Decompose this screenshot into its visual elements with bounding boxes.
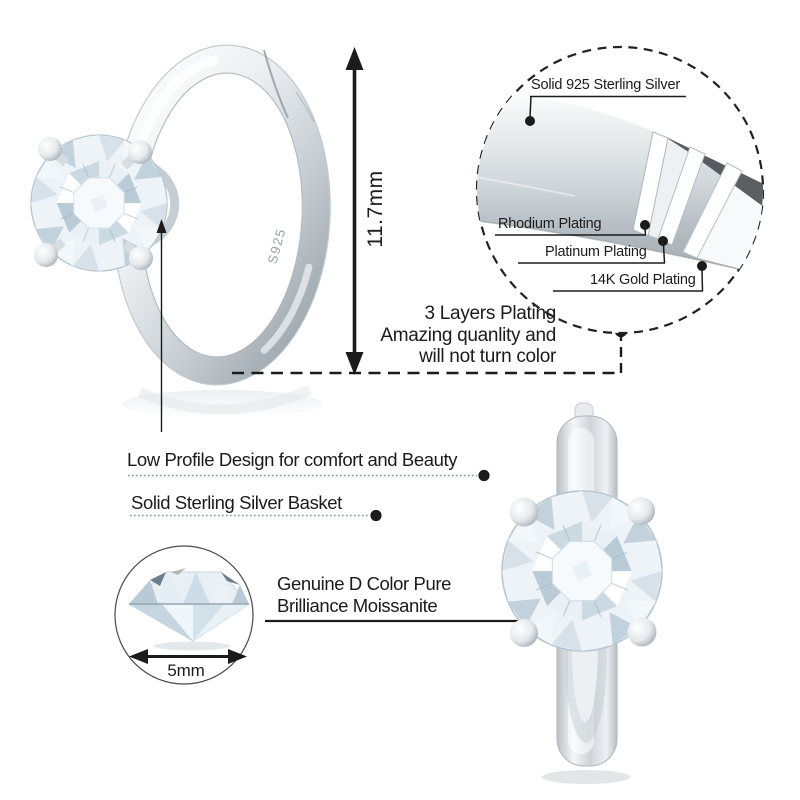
stone-facet xyxy=(630,540,662,571)
prong-ball xyxy=(509,497,539,527)
stone-facet xyxy=(609,612,639,645)
stone-facet xyxy=(99,244,126,271)
plating-layer-strip-gold xyxy=(682,162,743,259)
earring-front-view xyxy=(501,402,663,784)
stone-facet xyxy=(50,238,76,266)
plating-note-line-1: 3 Layers Plating xyxy=(424,303,557,324)
stone-facet xyxy=(609,497,639,530)
plating-layer-strip-rhodium xyxy=(632,131,669,237)
loose-diamond-side-view xyxy=(128,568,250,642)
arrowhead-left xyxy=(129,649,148,664)
stone-facet xyxy=(571,560,593,582)
prong-ball xyxy=(34,243,58,267)
stone-facet xyxy=(90,194,108,212)
layer-label-platinum: Platinum Plating xyxy=(545,244,647,260)
prong-ball xyxy=(38,137,62,161)
hoop-earring: S925 xyxy=(30,44,331,418)
stone-facet xyxy=(31,176,58,203)
height-measure-arrow xyxy=(345,47,364,375)
stone-facet xyxy=(508,514,541,544)
diameter-arrow xyxy=(129,649,247,664)
stone-facet xyxy=(551,619,582,651)
hoop-reflection-arc xyxy=(137,385,312,415)
hoop-clasp-seam xyxy=(263,49,289,119)
arrowhead-down xyxy=(345,352,364,375)
stone-leader-arrowhead xyxy=(156,219,167,233)
layer-label-rhodium: Rhodium Plating xyxy=(498,216,602,232)
loose-stone-inset xyxy=(114,545,254,685)
stone-facet xyxy=(50,140,76,168)
stone-facet xyxy=(502,571,534,602)
stone-facet xyxy=(623,598,656,628)
plating-note-line-2: Amazing quanlity and xyxy=(380,324,556,346)
stone-facet xyxy=(72,135,99,162)
prong-ball xyxy=(627,497,655,525)
stone-facet xyxy=(134,226,162,252)
hoop-reflection xyxy=(122,390,322,418)
diameter-label: 5mm xyxy=(167,661,205,680)
stone-facet xyxy=(99,135,126,162)
plating-note-line-3: will not turn color xyxy=(419,346,556,367)
front-stone-prongs xyxy=(509,497,657,647)
hoop-stone-facets xyxy=(30,134,168,272)
stone-facet xyxy=(623,514,656,544)
inset-band-sheen xyxy=(477,176,576,197)
prong-ball xyxy=(627,617,657,647)
prong-ball xyxy=(128,140,152,164)
stone-facet xyxy=(134,154,162,180)
stone-facet xyxy=(36,154,64,180)
stone-facet xyxy=(31,203,58,230)
layer-label-sterling-silver: Solid 925 Sterling Silver xyxy=(531,77,680,93)
hoop-stone-prongs xyxy=(34,137,153,270)
callout-basket: Solid Sterling Silver Basket xyxy=(131,492,342,513)
basket-dot xyxy=(370,509,382,522)
arrowhead-right xyxy=(228,649,247,664)
callout-moissanite-line2: Brilliance Moissanite xyxy=(277,595,438,616)
inset-band-light-zone xyxy=(646,137,694,243)
stone-facet xyxy=(502,540,534,571)
dashed-connector xyxy=(232,334,623,375)
hoop-clasp-seam-2 xyxy=(295,91,315,123)
stone-facet xyxy=(140,176,167,203)
inset-band-bottom-shade xyxy=(477,219,763,277)
stone-facet xyxy=(508,598,541,628)
prong-ball xyxy=(129,246,153,270)
stone-facet xyxy=(582,491,613,523)
prong-ball xyxy=(510,619,538,647)
plating-note: 3 Layers Plating Amazing quanlity and wi… xyxy=(380,303,556,368)
front-stone-facets xyxy=(501,490,663,652)
arrowhead-up xyxy=(345,47,364,70)
hoop-engraving-text: S925 xyxy=(265,226,289,265)
low-profile-dot xyxy=(478,469,490,482)
loose-stone-shadow xyxy=(154,641,230,651)
layer-label-gold: 14K Gold Plating xyxy=(590,272,696,288)
stone-facet xyxy=(72,244,99,271)
height-measure-label: 11.7mm xyxy=(364,170,387,248)
stone-facet xyxy=(525,497,555,530)
callout-low-profile: Low Profile Design for comfort and Beaut… xyxy=(127,449,458,470)
stone-facet xyxy=(551,491,582,523)
callout-moissanite-line1: Genuine D Color Pure xyxy=(277,573,452,594)
inset-leaders xyxy=(495,95,707,292)
stone-facet xyxy=(582,619,613,651)
stone-facet xyxy=(630,571,662,602)
plating-inset xyxy=(475,45,765,335)
stone-facet xyxy=(525,612,555,645)
stone-facet xyxy=(36,226,64,252)
plating-layer-strip-platinum xyxy=(657,146,706,246)
front-reflection xyxy=(542,770,630,784)
